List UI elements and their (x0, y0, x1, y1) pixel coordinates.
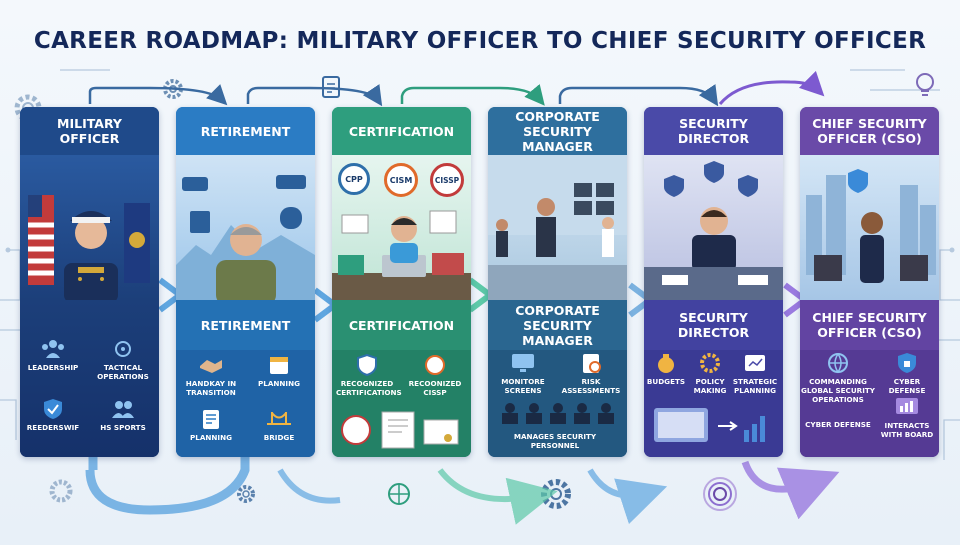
stage-title: CERTIFICATION (332, 107, 471, 155)
cert-badge-cism: CISM (384, 163, 418, 197)
cso-item: COMMANDING GLOBAL SECURITY OPERATIONS (800, 352, 876, 404)
fingerprint-icon (703, 477, 737, 511)
transition-grid: HANDKAY IN TRANSITION PLANNING PLANNING … (176, 350, 315, 457)
stage-title: MILITARY OFFICER (20, 107, 159, 155)
stage-title: CORPORATE SECURITY MANAGER (488, 107, 627, 155)
stage-card-chief-security-officer: CHIEF SECURITY OFFICER (CSO) CHIEF SECUR… (800, 107, 939, 457)
cert-badge-cissp: CISSP (430, 163, 464, 197)
transition-item: HANDKAY IN TRANSITION (180, 354, 242, 397)
skill-item: LEADERSHIP (22, 338, 84, 372)
director-item: POLICY MAKING (688, 352, 732, 395)
stage-subtitle: CERTIFICATION (332, 300, 471, 350)
skill-item: HS SPORTS (92, 398, 154, 432)
strategy-icon (115, 341, 131, 357)
stage-card-corporate-security-manager: CORPORATE SECURITY MANAGER CORPORATE SEC… (488, 107, 627, 457)
stage-subtitle: RETIREMENT (176, 300, 315, 350)
stage-card-certification: CERTIFICATION CPP CISM CISSP CERTIFICATI… (332, 107, 471, 457)
manager-item: MONITORE SCREENS (492, 352, 554, 395)
shield-check-icon (44, 399, 62, 419)
lightbulb-icon (916, 73, 934, 96)
cpp-badge-icon (357, 354, 377, 376)
cso-item: CYBER DEFENSE (876, 352, 938, 395)
skill-item: TACTICAL OPERATIONS (92, 338, 154, 381)
boardroom-illustration (644, 155, 783, 300)
certification-item: RECOONIZED CISSP (404, 354, 466, 397)
certification-illustration: CPP CISM CISSP (332, 155, 471, 300)
transition-item: BRIDGE (248, 408, 310, 442)
certification-item: RECOGNIZED CERTIFICATIONS (336, 354, 402, 397)
risk-report-icon (583, 354, 601, 373)
military-officer-illustration (20, 155, 159, 300)
cso-item: INTERACTS WITH BOARD (876, 396, 938, 439)
cert-badge-cpp: CPP (338, 163, 370, 195)
monitoring-room-scene (488, 155, 627, 300)
growth-chart-icon (654, 408, 765, 442)
stage-subtitle: SECURITY DIRECTOR (644, 300, 783, 350)
people-icon (112, 401, 134, 418)
executive-office-illustration (800, 155, 939, 300)
stage-title: RETIREMENT (176, 107, 315, 155)
stage-title: CHIEF SECURITY OFFICER (CSO) (800, 107, 939, 155)
security-team-icon (502, 403, 614, 424)
certificates-icon (341, 411, 459, 449)
certification-grid: RECOGNIZED CERTIFICATIONS RECOONIZED CIS… (332, 350, 471, 457)
team-icon (42, 340, 64, 358)
globe-icon (828, 353, 848, 374)
network-icon (388, 483, 410, 505)
cyber-shield-icon (898, 353, 916, 373)
page-title: CAREER ROADMAP: MILITARY OFFICER TO CHIE… (33, 28, 927, 54)
cso-grid: COMMANDING GLOBAL SECURITY OPERATIONS CY… (800, 350, 939, 457)
stage-card-military-officer: MILITARY OFFICER LEADERSHIP TACTICAL OPE… (20, 107, 159, 457)
director-desk-scene (644, 161, 783, 300)
policy-gear-icon (700, 353, 720, 373)
cism-badge-icon (425, 355, 445, 375)
transition-item: PLANNING (180, 408, 242, 442)
retirement-illustration (176, 155, 315, 300)
stage-subtitle: CHIEF SECURITY OFFICER (CSO) (800, 300, 939, 350)
soldier-scene (176, 175, 315, 300)
director-item: STRATEGIC PLANNING (732, 352, 778, 395)
skills-grid: LEADERSHIP TACTICAL OPERATIONS REEDERSWI… (20, 300, 159, 457)
bridge-icon (267, 412, 291, 425)
checklist-icon (203, 410, 219, 429)
stage-title: SECURITY DIRECTOR (644, 107, 783, 155)
gear-icon (49, 479, 73, 503)
security-office-illustration (488, 155, 627, 300)
stage-card-security-director: SECURITY DIRECTOR SECURITY DIRECTOR BUDG… (644, 107, 783, 457)
stage-card-retirement: RETIREMENT RETIREMENT HANDKAY IN TRANSIT… (176, 107, 315, 457)
top-connector-arrows (88, 70, 825, 107)
transition-item: PLANNING (248, 354, 310, 388)
manager-item: RISK ASSESSMENTS (560, 352, 622, 395)
manager-grid: MONITORE SCREENS RISK ASSESSMENTS MANAGE… (488, 350, 627, 457)
strategy-board-icon (745, 355, 765, 371)
director-item: BUDGETS (644, 352, 688, 386)
gear-icon (237, 485, 255, 503)
calendar-icon (270, 357, 288, 374)
study-desk-scene (332, 210, 471, 300)
board-chart-icon (896, 398, 918, 414)
cso-item: CYBER DEFENSE (805, 420, 871, 429)
monitor-icon (512, 354, 534, 372)
skill-item: REEDERSWIF (22, 398, 84, 432)
director-grid: BUDGETS POLICY MAKING STRATEGIC PLANNING (644, 350, 783, 457)
officer-flags-scene (28, 195, 150, 300)
cso-office-scene (806, 169, 936, 283)
stage-subtitle: CORPORATE SECURITY MANAGER (488, 300, 627, 350)
manager-item: MANAGES SECURITY PERSONNEL (513, 432, 597, 450)
handshake-icon (200, 360, 222, 373)
money-bag-icon (658, 354, 674, 373)
